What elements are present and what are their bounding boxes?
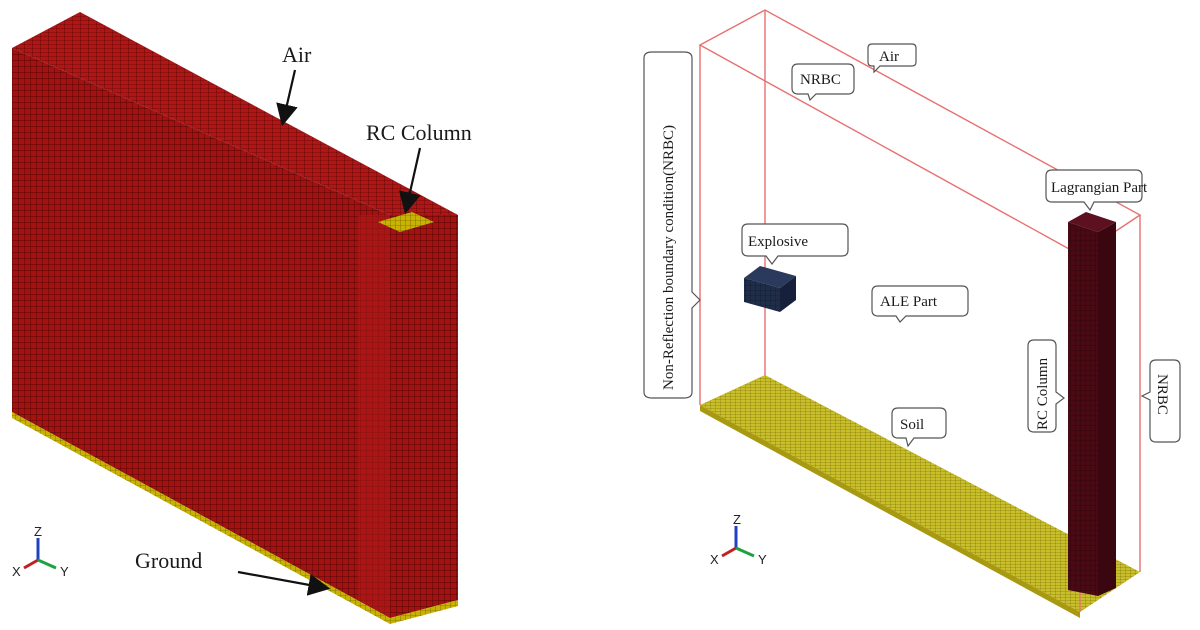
axis-x-label: X (12, 564, 21, 579)
callout-nrbc-right: NRBC (1140, 359, 1181, 443)
lagrangian-part-label: Lagrangian Part (1051, 180, 1148, 196)
explosive-charge (744, 266, 796, 312)
ground-arrow (237, 570, 331, 596)
callout-nrbc-left: Non-Reflection boundary condition(NRBC) (643, 51, 701, 399)
soil-label: Soil (900, 417, 924, 433)
air-arrow (276, 69, 298, 127)
air-block-side (390, 215, 458, 618)
nrbc-left-label: Non-Reflection boundary condition(NRBC) (661, 125, 677, 390)
nrbc-right-label: NRBC (1154, 374, 1170, 415)
rc-column-top-right (1068, 212, 1116, 232)
air-callout-label: Air (879, 49, 899, 65)
callout-nrbc-top: NRBC (791, 63, 855, 102)
axis-z-label: Z (34, 524, 42, 539)
rc-column-label: RC Column (366, 120, 472, 145)
callout-lagrangian-part: Lagrangian Part (1045, 169, 1148, 212)
ale-part-label: ALE Part (880, 294, 938, 310)
rc-column-arrow (399, 147, 422, 215)
ground-label: Ground (135, 548, 202, 573)
axis-z-label-right: Z (733, 512, 741, 527)
rc-column-top (378, 212, 434, 232)
rc-column-side (1098, 222, 1116, 596)
axis-triad-right: Z X Y (710, 512, 767, 567)
axis-x-label-right: X (710, 552, 719, 567)
callout-explosive: Explosive (741, 223, 849, 265)
explosive-label: Explosive (748, 234, 808, 250)
left-model: Air RC Column Ground Z X Y (12, 12, 472, 624)
right-model: Air NRBC Non-Reflection boundary conditi… (643, 9, 1181, 618)
nrbc-top-label: NRBC (800, 72, 841, 88)
callout-soil: Soil (891, 407, 947, 448)
air-column-band (358, 215, 390, 618)
callout-ale-part: ALE Part (871, 285, 969, 323)
ground-strip (12, 412, 390, 624)
air-block-top (12, 12, 458, 215)
axis-triad-left: Z X Y (12, 524, 69, 579)
axis-y-label-right: Y (758, 552, 767, 567)
air-label: Air (282, 42, 312, 67)
soil-strip (700, 375, 1140, 612)
callout-rc-column: RC Column (1027, 339, 1065, 433)
rc-column-callout-label: RC Column (1035, 357, 1051, 430)
air-block-front (12, 48, 390, 618)
rc-column-front (1068, 222, 1098, 596)
axis-y-label: Y (60, 564, 69, 579)
ground-strip-side (390, 600, 458, 624)
soil-strip-front (700, 405, 1080, 618)
callout-air: Air (867, 43, 917, 74)
